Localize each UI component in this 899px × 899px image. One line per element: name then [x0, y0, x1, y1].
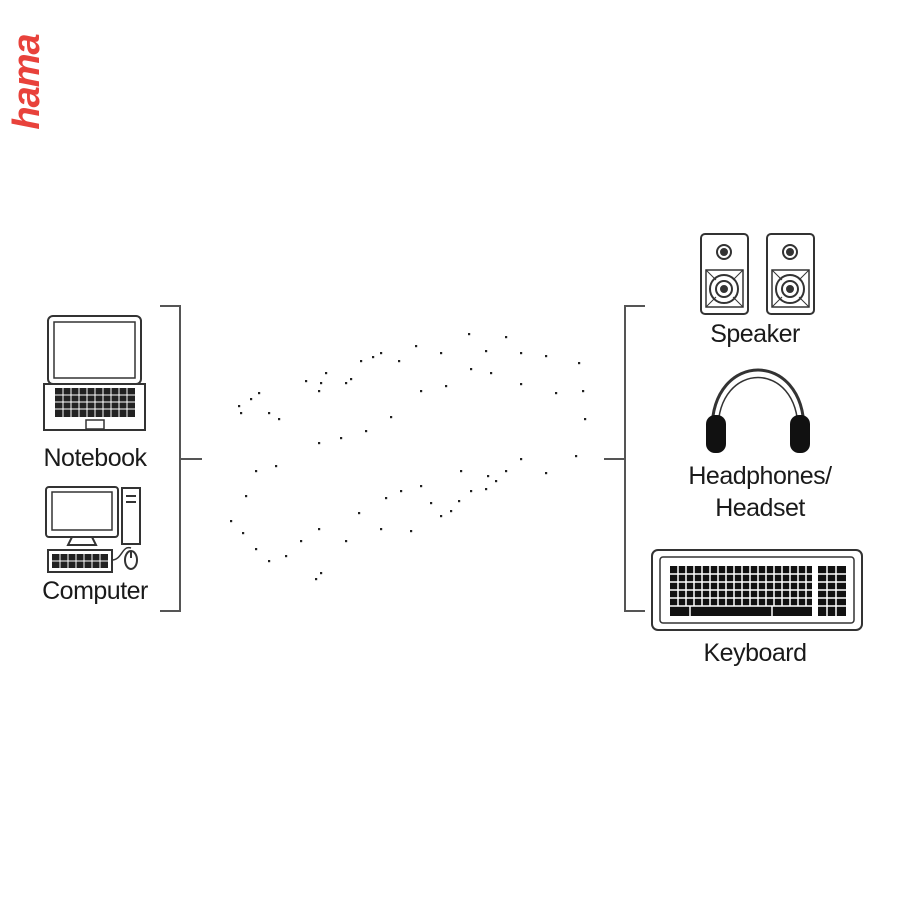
hub-dot [490, 372, 493, 375]
hub-dot [520, 352, 523, 355]
hub-dot [315, 578, 318, 581]
hub-dot [505, 470, 508, 473]
hub-dot [487, 475, 490, 478]
hub-dot [415, 345, 418, 348]
headphones-label-line2: Headset [715, 494, 805, 522]
hub-dot [468, 333, 471, 336]
hub-dot [360, 360, 363, 363]
right-bracket [604, 305, 645, 612]
hub-dot [398, 360, 401, 363]
hub-dot [318, 390, 321, 393]
hub-dot [420, 485, 423, 488]
hub-dot [385, 497, 388, 500]
desktop-computer-icon [45, 486, 141, 573]
hub-dot [495, 480, 498, 483]
hub-dot [400, 490, 403, 493]
hub-dot [372, 356, 375, 359]
hub-dot [258, 392, 261, 395]
keyboard-icon [651, 549, 863, 631]
hub-dot [450, 510, 453, 513]
hub-dot [520, 458, 523, 461]
hub-dot [305, 380, 308, 383]
notebook-label: Notebook [43, 444, 147, 472]
hub-dot [420, 390, 423, 393]
hub-dot [340, 437, 343, 440]
hub-dot [285, 555, 288, 558]
hub-dot [278, 418, 281, 421]
hub-dot [318, 528, 321, 531]
headphones-label-line1: Headphones/ [688, 462, 832, 490]
hub-dot [350, 378, 353, 381]
hub-dot [320, 572, 323, 575]
hub-dot [470, 490, 473, 493]
keyboard-label: Keyboard [703, 639, 807, 667]
headphones-icon [706, 368, 810, 453]
hub-dot [584, 418, 587, 421]
hub-dot [440, 515, 443, 518]
hub-dot [300, 540, 303, 543]
speaker-icon [700, 233, 815, 315]
hub-dot [545, 472, 548, 475]
hub-dot [582, 390, 585, 393]
hub-dot [230, 520, 233, 523]
hub-dot [575, 455, 578, 458]
hub-dot [358, 512, 361, 515]
computer-label: Computer [42, 577, 148, 605]
hub-dot [268, 560, 271, 563]
laptop-icon [43, 315, 146, 431]
hub-dot [555, 392, 558, 395]
hub-dot [410, 530, 413, 533]
hub-dot [255, 548, 258, 551]
hub-dot [268, 412, 271, 415]
hub-dot [470, 368, 473, 371]
hub-dotted-outline [230, 333, 587, 581]
hub-dot [505, 336, 508, 339]
hub-dot [238, 405, 241, 408]
hub-dot [275, 465, 278, 468]
hub-dot [255, 470, 258, 473]
hub-dot [320, 382, 323, 385]
hub-dot [485, 350, 488, 353]
hub-dot [460, 470, 463, 473]
hub-dot [520, 383, 523, 386]
hub-dot [430, 502, 433, 505]
hub-dot [318, 442, 321, 445]
hub-dot [325, 372, 328, 375]
hub-dot [380, 528, 383, 531]
hub-dot [250, 398, 253, 401]
hub-dot [545, 355, 548, 358]
hub-dot [440, 352, 443, 355]
hub-dot [345, 382, 348, 385]
hub-dot [245, 495, 248, 498]
headphones-label: Headphones/ Headset [660, 460, 860, 524]
hub-dot [242, 532, 245, 535]
left-bracket [160, 305, 202, 612]
speaker-label: Speaker [710, 320, 800, 348]
hub-dot [365, 430, 368, 433]
hub-dot [458, 500, 461, 503]
hub-dot [390, 416, 393, 419]
hub-dot [445, 385, 448, 388]
hub-dot [240, 412, 243, 415]
hub-dot [578, 362, 581, 365]
hub-dot [380, 352, 383, 355]
hub-dot [345, 540, 348, 543]
hub-dot [485, 488, 488, 491]
